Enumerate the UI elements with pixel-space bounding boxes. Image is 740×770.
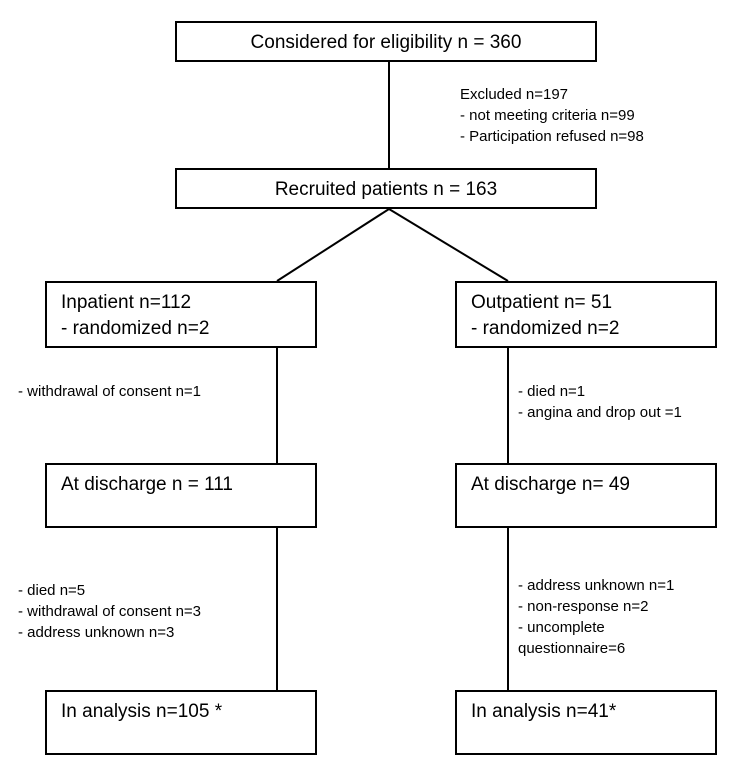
node-recruited-patients: Recruited patients n = 163 [175, 168, 597, 209]
annotation-inpatient-losses-second: - died n=5 - withdrawal of consent n=3 -… [18, 582, 202, 641]
node-inpatient-in-analysis-label: In analysis n=105 * [61, 701, 223, 722]
node-considered-for-eligibility-label: Considered for eligibility n = 360 [250, 32, 522, 53]
node-outpatient-at-discharge-label: At discharge n= 49 [471, 474, 630, 495]
connector-inpatient-discharge-to-analysis [276, 528, 278, 690]
node-outpatient-label: Outpatient n= 51 - randomized n=2 [471, 292, 620, 339]
node-inpatient-at-discharge-label: At discharge n = 111 [61, 474, 233, 495]
annotation-outpatient-losses-second: - address unknown n=1 - non-response n=2… [518, 577, 675, 657]
connector-outpatient-to-discharge [507, 348, 509, 463]
connector-eligibility-to-recruited [388, 62, 390, 170]
node-outpatient: Outpatient n= 51 - randomized n=2 [455, 281, 717, 348]
node-inpatient: Inpatient n=112 - randomized n=2 [45, 281, 317, 348]
node-considered-for-eligibility: Considered for eligibility n = 360 [175, 21, 597, 62]
node-inpatient-at-discharge: At discharge n = 111 [45, 463, 317, 528]
annotation-excluded: Excluded n=197 - not meeting criteria n=… [460, 86, 644, 145]
node-recruited-patients-label: Recruited patients n = 163 [274, 179, 498, 200]
connector-outpatient-discharge-to-analysis [507, 528, 509, 690]
node-outpatient-in-analysis: In analysis n=41* [455, 690, 717, 755]
node-outpatient-at-discharge: At discharge n= 49 [455, 463, 717, 528]
node-inpatient-in-analysis: In analysis n=105 * [45, 690, 317, 755]
annotation-inpatient-losses-first: - withdrawal of consent n=1 [18, 383, 202, 400]
node-outpatient-in-analysis-label: In analysis n=41* [471, 701, 617, 722]
connector-inpatient-to-discharge [276, 348, 278, 463]
annotation-outpatient-losses-first: - died n=1 - angina and drop out =1 [518, 383, 682, 421]
node-inpatient-label: Inpatient n=112 - randomized n=2 [61, 292, 210, 339]
